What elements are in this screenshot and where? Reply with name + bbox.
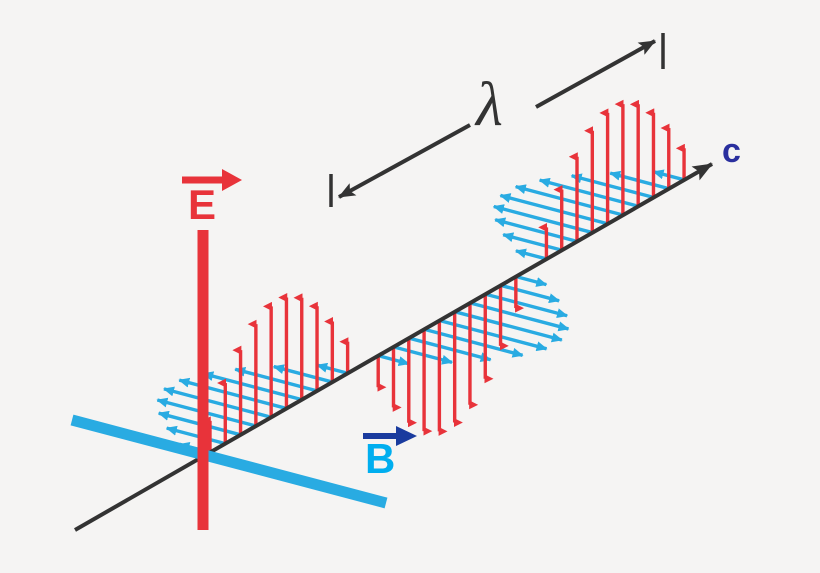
b-field-vector: [514, 248, 547, 261]
b-field-vector: [499, 193, 609, 226]
magnetic-field-vectors: [156, 169, 685, 455]
b-field-vector: [408, 336, 492, 362]
wavelength-arrow-left: [338, 123, 471, 199]
electric-field-vectors: [201, 99, 686, 453]
b-field-vector: [438, 318, 548, 352]
magnetic-field-label: B: [365, 435, 396, 482]
b-field-vector: [494, 217, 578, 244]
magnetic-label-arrowhead: [396, 426, 417, 446]
b-field-vector: [500, 283, 561, 304]
magnetic-label-arrow-group: [363, 426, 417, 446]
b-field-vector: [514, 184, 624, 217]
b-field-vector: [163, 386, 272, 419]
b-field-vector: [165, 425, 226, 446]
b-field-vector: [484, 292, 569, 319]
wavelength-dimension: [329, 33, 665, 207]
propagation-speed-label: c: [722, 132, 741, 170]
b-field-vector: [515, 274, 548, 287]
wavelength-arrow-right: [535, 39, 656, 109]
electric-label-arrowhead: [222, 169, 242, 191]
b-field-vector: [502, 232, 563, 252]
b-field-vector: [454, 310, 563, 343]
electric-field-label: E: [188, 181, 217, 228]
propagation-axis-c: [74, 162, 713, 532]
b-field-vector: [178, 377, 287, 411]
b-field-vector: [234, 366, 318, 393]
wavelength-label: λ: [476, 71, 503, 139]
magnetic-field-axis: [70, 414, 388, 509]
b-field-vector: [570, 173, 654, 200]
electric-label-arrow-group: [182, 169, 242, 191]
